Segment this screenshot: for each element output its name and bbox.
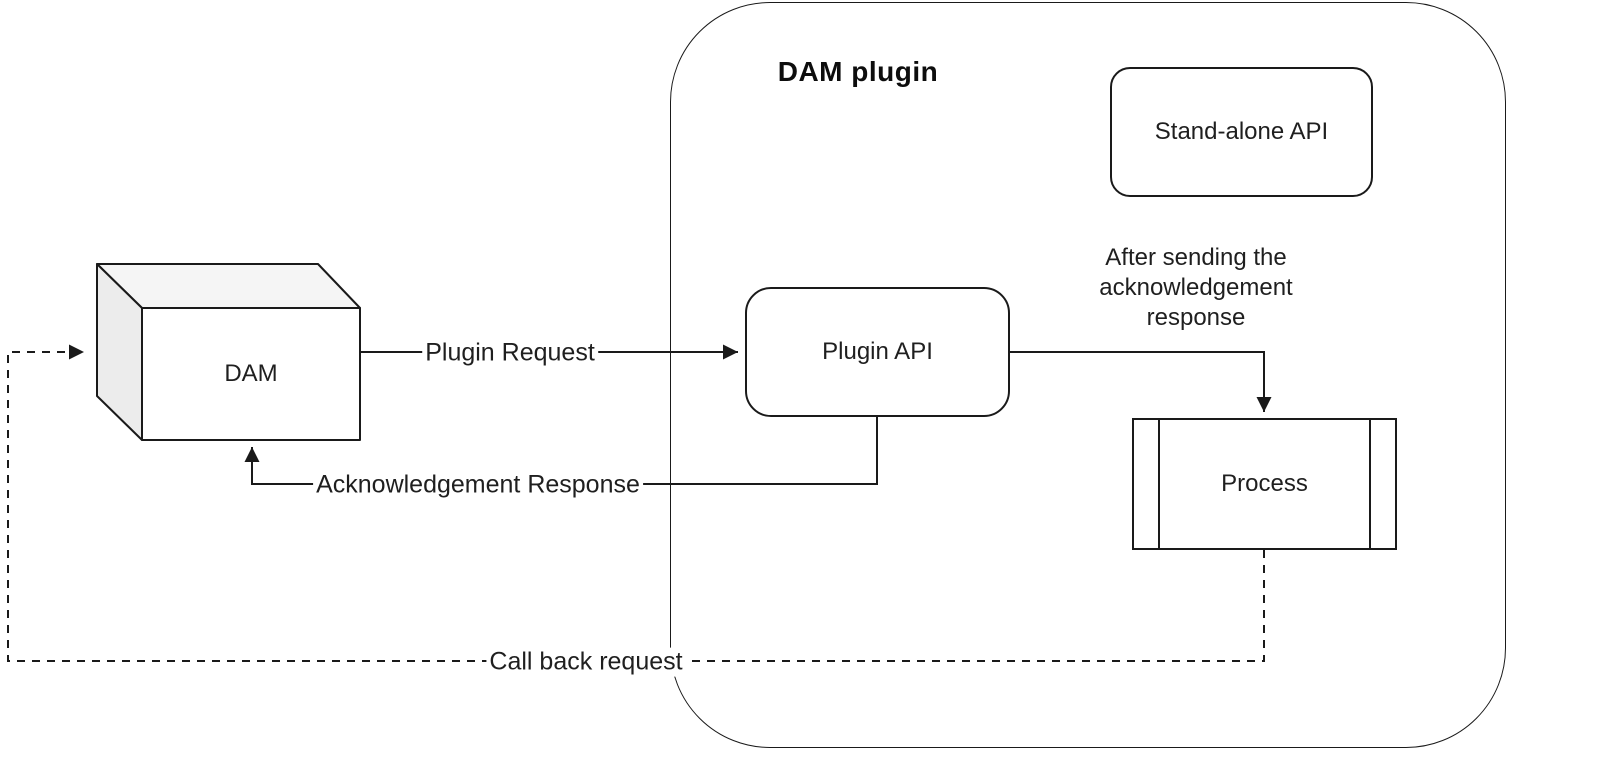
acknowledgement-response-edge-label: Acknowledgement Response (313, 470, 643, 500)
process-right-bar (1369, 420, 1371, 548)
dam-node-label: DAM (151, 345, 351, 403)
node-standalone-api: Stand-alone API (1110, 67, 1373, 197)
dam-cube-shape (96, 263, 361, 441)
dam-cube-front-face (141, 307, 361, 441)
plugin-api-label: Plugin API (822, 338, 933, 365)
node-plugin-api: Plugin API (745, 287, 1010, 417)
process-left-bar (1158, 420, 1160, 548)
dam-plugin-container-title: DAM plugin (777, 56, 939, 87)
callback-request-edge-label: Call back request (486, 647, 686, 677)
plugin-request-edge-label: Plugin Request (422, 338, 598, 368)
dam-plugin-container (670, 2, 1506, 748)
standalone-api-label: Stand-alone API (1154, 118, 1329, 145)
node-process: Process (1132, 418, 1397, 550)
dam-label-text: DAM (224, 360, 278, 387)
after-ack-annotation: After sending the acknowledgement respon… (1099, 244, 1293, 331)
edge-plugin-api-to-process (1010, 351, 1272, 412)
process-label: Process (1221, 470, 1308, 497)
edge-callback-request (7, 344, 1265, 662)
